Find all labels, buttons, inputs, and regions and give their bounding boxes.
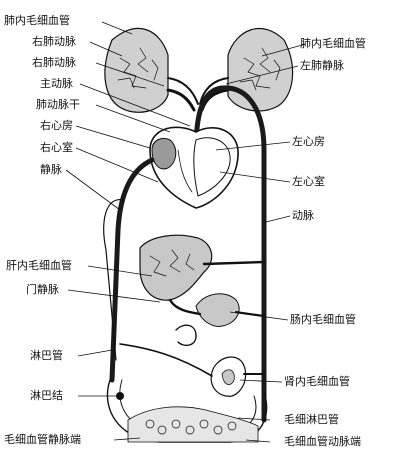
liver bbox=[140, 235, 212, 300]
label-right-capillary-arterial-end: 毛细血管动脉端 bbox=[284, 435, 361, 448]
label-left-right-pulmonary-artery-1: 右肺动脉 bbox=[32, 35, 76, 48]
lymph-node bbox=[116, 392, 124, 400]
label-right-intestine-capillary: 肠内毛细血管 bbox=[290, 313, 356, 326]
label-left-capillary-venous-end: 毛细血管静脉端 bbox=[4, 433, 81, 446]
label-left-right-ventricle: 右心室 bbox=[40, 141, 73, 154]
label-left-lymph-duct: 淋巴管 bbox=[30, 349, 63, 362]
label-left-pulmonary-trunk: 肺动脉干 bbox=[36, 98, 80, 111]
label-left-right-atrium: 右心房 bbox=[40, 119, 73, 132]
portal-vein bbox=[170, 300, 200, 314]
label-right-left-atrium: 左心房 bbox=[292, 135, 325, 148]
label-left-right-pulmonary-artery-2: 右肺动脉 bbox=[32, 56, 76, 69]
intestine bbox=[196, 294, 239, 327]
capillary-bed bbox=[128, 407, 258, 442]
label-right-left-pulmonary-vein: 左肺静脉 bbox=[300, 59, 344, 72]
label-right-artery: 动脉 bbox=[292, 209, 314, 222]
label-left-aorta: 主动脉 bbox=[40, 77, 73, 90]
right-lung bbox=[105, 28, 168, 112]
label-left-portal-vein: 门静脉 bbox=[26, 283, 59, 296]
label-right-lymph-capillary: 毛细淋巴管 bbox=[284, 413, 339, 426]
label-right-left-ventricle: 左心室 bbox=[292, 175, 325, 188]
label-left-liver-capillary: 肝内毛细血管 bbox=[6, 259, 72, 272]
label-right-pulmonary-capillary: 肺内毛细血管 bbox=[300, 37, 366, 50]
label-left-vein: 静脉 bbox=[40, 163, 62, 176]
label-right-kidney-capillary: 肾内毛细血管 bbox=[284, 375, 350, 388]
label-left-pulmonary-capillary: 肺内毛细血管 bbox=[4, 14, 70, 27]
label-left-lymph-node: 淋巴结 bbox=[30, 389, 63, 402]
